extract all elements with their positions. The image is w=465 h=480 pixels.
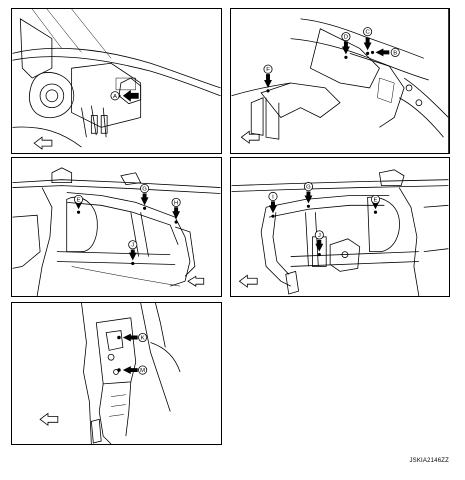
callout-e: E — [74, 194, 84, 204]
panel-2-drawing: F D C B — [231, 9, 449, 153]
svg-text:D: D — [344, 35, 348, 41]
panel-4-drawing: I G E J — [231, 169, 449, 296]
svg-text:E: E — [374, 197, 378, 203]
svg-text:G: G — [306, 185, 311, 191]
panel-3-drawing: E G H J — [12, 167, 221, 296]
callout-j-right: J — [314, 230, 324, 240]
svg-text:J: J — [318, 233, 321, 239]
callout-g: G — [140, 184, 150, 194]
panel-4-radiator-core-right: I G E J — [230, 157, 450, 297]
svg-text:J: J — [131, 243, 134, 249]
callout-b: B — [390, 47, 400, 57]
callout-h: H — [171, 197, 181, 207]
callout-i: I — [268, 191, 278, 201]
panel-5-side-member: K M — [11, 302, 222, 445]
callout-a: A — [110, 91, 120, 101]
svg-text:E: E — [77, 197, 81, 203]
callout-g-right: G — [303, 182, 313, 192]
callout-f: F — [263, 64, 273, 74]
svg-text:M: M — [140, 368, 145, 374]
callout-m: M — [138, 365, 148, 375]
callout-j: J — [128, 240, 138, 250]
panel-5-drawing: K M — [39, 303, 181, 444]
svg-text:F: F — [266, 67, 270, 73]
callout-c: C — [363, 27, 373, 37]
panel-3-radiator-core-left: E G H J — [11, 157, 222, 297]
callout-d: D — [341, 32, 351, 42]
callout-k: K — [138, 332, 148, 343]
panel-1-cowl-top: A — [11, 8, 222, 154]
panel-1-drawing: A — [12, 9, 221, 150]
svg-text:G: G — [142, 187, 147, 193]
svg-text:A: A — [113, 94, 117, 100]
figure-code: JSKIA2146ZZ — [409, 458, 449, 464]
callout-e-right: E — [370, 194, 381, 204]
svg-text:H: H — [174, 200, 178, 206]
svg-text:C: C — [365, 30, 370, 36]
panel-2-hood-ledge: F D C B — [230, 8, 450, 154]
svg-text:I: I — [272, 194, 274, 200]
svg-text:K: K — [141, 335, 145, 341]
svg-text:B: B — [393, 50, 397, 56]
